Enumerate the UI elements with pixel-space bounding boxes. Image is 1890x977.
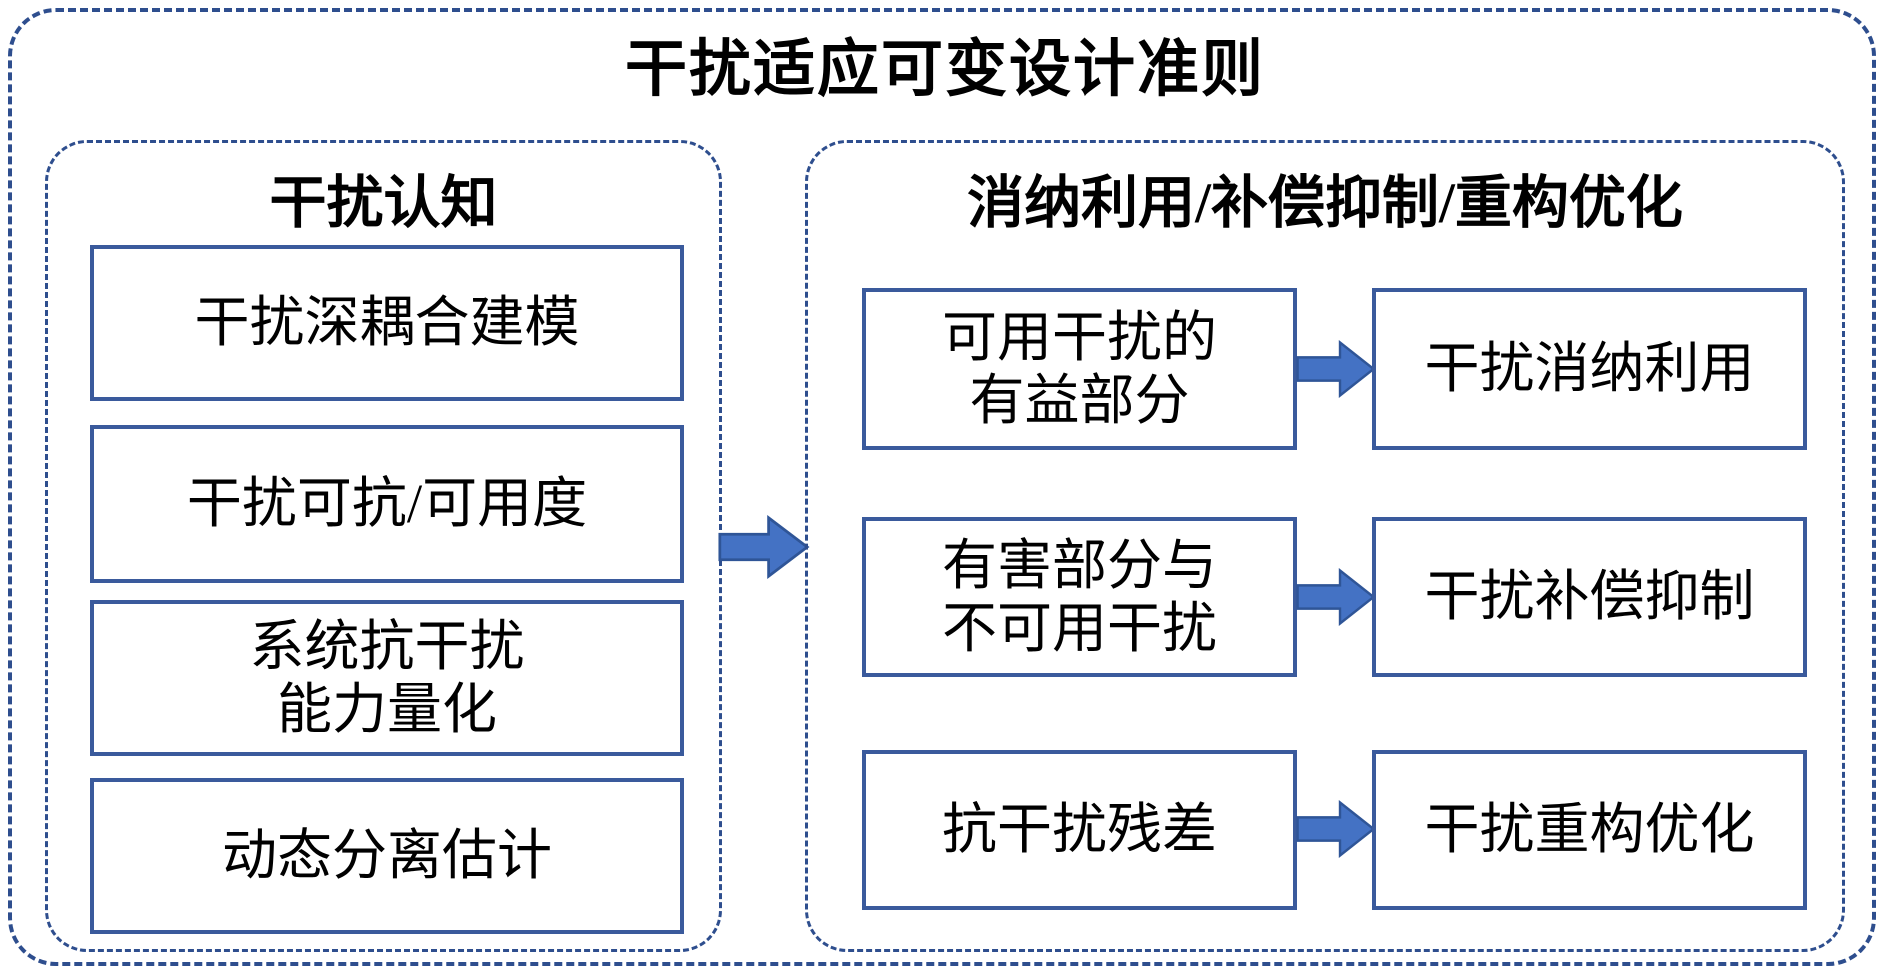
source-box-harmful-unavailable: 有害部分与 不可用干扰: [862, 517, 1297, 677]
target-box-reconstruction-optimization: 干扰重构优化: [1372, 750, 1807, 910]
outer-dashed-frame: [8, 8, 1876, 966]
block-arrow-right-icon: [1296, 800, 1376, 858]
right-panel: 消纳利用/补偿抑制/重构优化: [805, 140, 1845, 952]
diagram-title: 干扰适应可变设计准则: [624, 36, 1265, 104]
main-block-arrow-right-icon: [718, 515, 810, 579]
target-box-compensation-suppression: 干扰补偿抑制: [1372, 517, 1807, 677]
source-box-residual: 抗干扰残差: [862, 750, 1297, 910]
block-arrow-right-icon: [1296, 568, 1376, 626]
process-box-deep-coupling-modeling: 干扰深耦合建模: [90, 245, 684, 401]
target-box-absorption-utilization: 干扰消纳利用: [1372, 288, 1807, 450]
left-panel-title: 干扰认知: [269, 172, 498, 235]
process-box-dynamic-separation-estimation: 动态分离估计: [90, 778, 684, 934]
source-box-beneficial-part: 可用干扰的 有益部分: [862, 288, 1297, 450]
process-box-capability-quantification: 系统抗干扰 能力量化: [90, 600, 684, 756]
block-arrow-right-icon: [1296, 340, 1376, 398]
right-panel-title: 消纳利用/补偿抑制/重构优化: [967, 172, 1683, 235]
process-box-resistibility-availability: 干扰可抗/可用度: [90, 425, 684, 583]
